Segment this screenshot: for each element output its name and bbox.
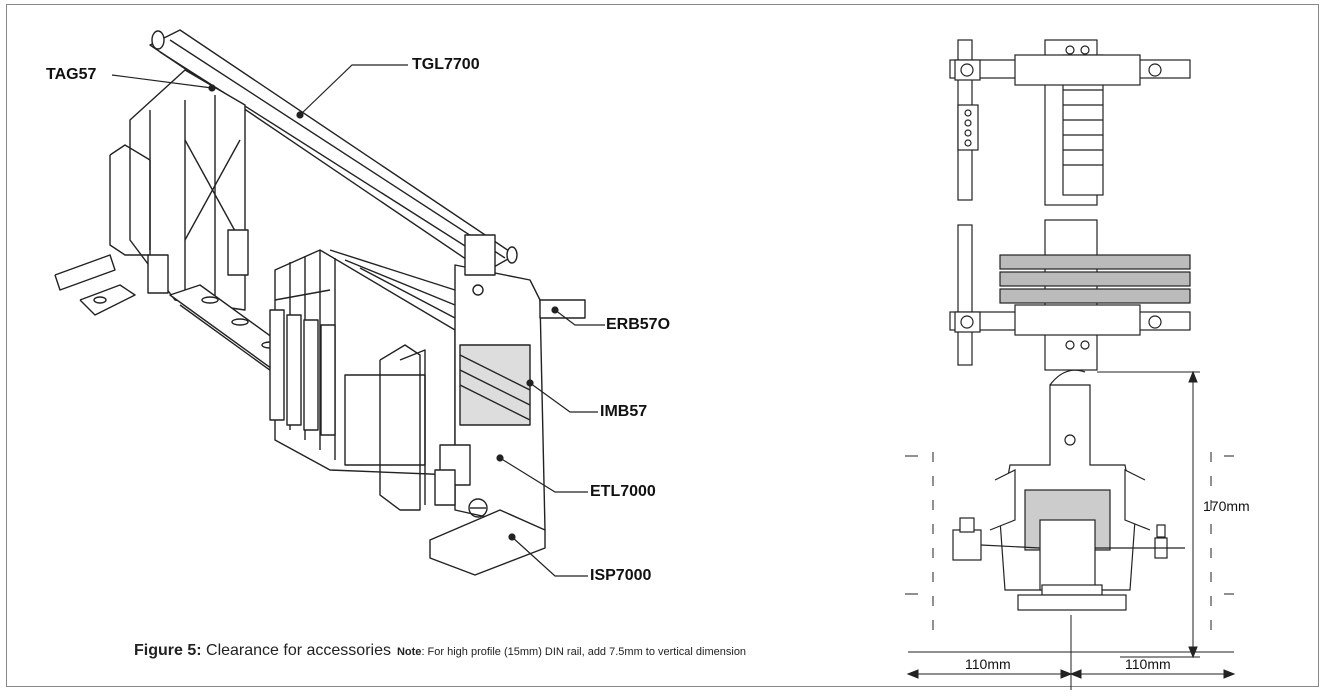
leader-etl7000 <box>496 454 588 493</box>
dim-height-label: 170mm <box>1203 498 1250 514</box>
module-stack-drawing <box>269 249 456 476</box>
dim-left-width-label: 110mm <box>965 656 1011 672</box>
label-erb57o: ERB57O <box>606 316 671 333</box>
leader-imb57 <box>526 379 598 413</box>
label-isp7000: ISP7000 <box>590 567 652 584</box>
label-etl7000: ETL7000 <box>590 483 656 500</box>
top-plan-view-drawing <box>949 39 1191 206</box>
middle-plan-view-drawing <box>949 219 1191 371</box>
imb57-plate-drawing <box>379 234 586 531</box>
figure-caption: Figure 5: Clearance for accessories Note:… <box>134 642 746 660</box>
label-tgl7700: TGL7700 <box>412 56 480 73</box>
leader-isp7000 <box>508 533 588 577</box>
tag57-bracket-drawing <box>54 69 249 316</box>
label-imb57: IMB57 <box>600 403 648 420</box>
clearance-dashed-lines <box>932 452 1212 640</box>
label-tag57: TAG57 <box>46 66 97 83</box>
leader-tag57 <box>111 74 216 92</box>
caption-note-label: Note <box>396 646 422 658</box>
elevation-view-drawing <box>952 369 1185 611</box>
dim-110-lines <box>906 615 1236 690</box>
leader-tgl7700 <box>296 64 408 119</box>
caption-note-text: : For high profile (15mm) DIN rail, add … <box>421 646 747 658</box>
caption-figure-number: Figure 5: <box>134 642 202 659</box>
leader-erb57o <box>551 306 605 326</box>
caption-title: Clearance for accessories <box>201 642 391 659</box>
dim-right-width-label: 110mm <box>1125 656 1171 672</box>
etl-isp-drawing <box>429 444 546 576</box>
